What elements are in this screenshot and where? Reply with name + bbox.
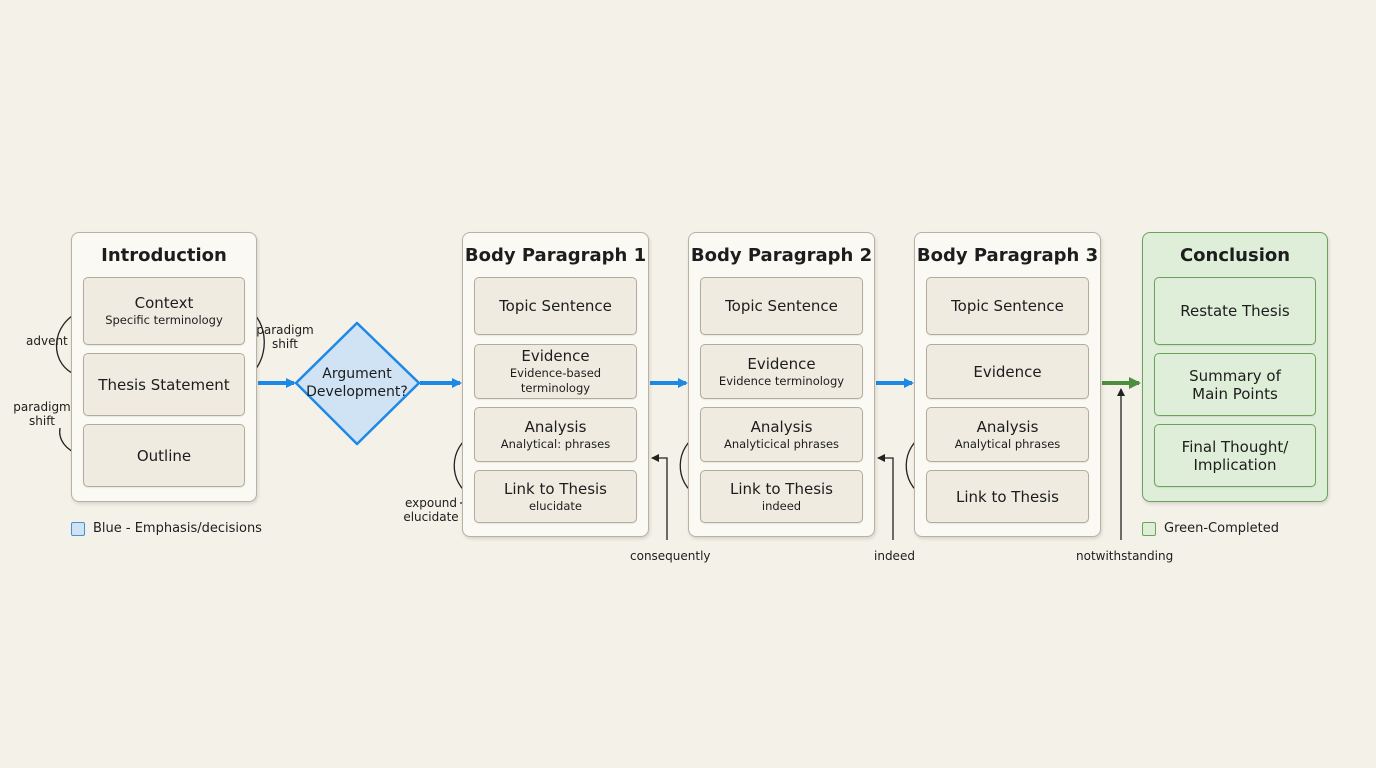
b2-link-to-thesis: Link to Thesis indeed bbox=[700, 470, 863, 523]
outline-label: Outline bbox=[136, 446, 192, 465]
context-box: Context Specific terminology bbox=[83, 277, 245, 345]
summary-main-points-label: Summary of Main Points bbox=[1189, 366, 1281, 403]
thesis-statement-box: Thesis Statement bbox=[83, 353, 245, 416]
b3-analysis-label: Analysis bbox=[976, 417, 1039, 436]
b1-analysis: Analysis Analytical: phrases bbox=[474, 407, 637, 462]
label-indeed: indeed bbox=[874, 549, 915, 563]
conclusion-group: Conclusion Restate Thesis Summary of Mai… bbox=[1142, 232, 1328, 502]
b1-link-sub: elucidate bbox=[528, 498, 582, 513]
introduction-title: Introduction bbox=[101, 245, 227, 266]
body-paragraph-3: Body Paragraph 3 Topic Sentence Evidence… bbox=[914, 232, 1101, 537]
b3-link-label: Link to Thesis bbox=[955, 487, 1059, 506]
b2-evidence: Evidence Evidence terminology bbox=[700, 344, 863, 399]
body-paragraph-3-title: Body Paragraph 3 bbox=[916, 245, 1099, 266]
b2-topic-label: Topic Sentence bbox=[725, 297, 838, 315]
b3-analysis: Analysis Analytical phrases bbox=[926, 407, 1089, 462]
b1-analysis-label: Analysis bbox=[524, 417, 587, 436]
b3-topic-label: Topic Sentence bbox=[951, 297, 1064, 315]
b3-topic-sentence: Topic Sentence bbox=[926, 277, 1089, 335]
restate-thesis-label: Restate Thesis bbox=[1180, 302, 1290, 320]
b2-analysis: Analysis Analyticical phrases bbox=[700, 407, 863, 462]
note-advent: advent bbox=[26, 334, 68, 348]
connector-consequently bbox=[651, 454, 668, 540]
context-label: Context bbox=[134, 294, 194, 312]
legend-blue-swatch bbox=[71, 521, 85, 536]
body-paragraph-2-title: Body Paragraph 2 bbox=[690, 245, 873, 266]
body-paragraph-1: Body Paragraph 1 Topic Sentence Evidence… bbox=[462, 232, 649, 537]
outline-box: Outline bbox=[83, 424, 245, 487]
conclusion-title: Conclusion bbox=[1179, 245, 1291, 266]
b2-evidence-label: Evidence bbox=[747, 354, 816, 373]
b1-analysis-sub: Analytical: phrases bbox=[500, 436, 611, 451]
b3-analysis-sub: Analytical phrases bbox=[954, 436, 1061, 451]
legend-green-label: Green-Completed bbox=[1164, 521, 1279, 536]
context-sub: Specific terminology bbox=[105, 313, 223, 327]
legend-green: Green-Completed bbox=[1142, 521, 1279, 536]
b2-topic-sentence: Topic Sentence bbox=[700, 277, 863, 335]
b1-evidence: Evidence Evidence-based terminology bbox=[474, 344, 637, 399]
note-paradigm-shift-left: paradigm shift bbox=[13, 400, 71, 428]
body-paragraph-2: Body Paragraph 2 Topic Sentence Evidence… bbox=[688, 232, 875, 537]
b2-analysis-label: Analysis bbox=[750, 417, 813, 436]
legend-green-swatch bbox=[1142, 521, 1156, 536]
b2-analysis-sub: Analyticical phrases bbox=[723, 436, 840, 451]
b3-link-to-thesis: Link to Thesis bbox=[926, 470, 1089, 523]
restate-thesis-box: Restate Thesis bbox=[1154, 277, 1316, 345]
decision-label: Argument Development? bbox=[297, 365, 417, 401]
thesis-statement-label: Thesis Statement bbox=[98, 375, 230, 394]
decision-diamond bbox=[294, 321, 421, 446]
label-notwithstanding: notwithstanding bbox=[1076, 549, 1174, 563]
b2-evidence-sub: Evidence terminology bbox=[718, 373, 845, 388]
note-paradigm-shift-right: paradigm shift bbox=[256, 323, 314, 351]
body-paragraph-1-title: Body Paragraph 1 bbox=[464, 245, 647, 266]
legend-blue: Blue - Emphasis/decisions bbox=[71, 521, 262, 536]
b1-topic-label: Topic Sentence bbox=[499, 297, 612, 315]
b2-link-sub: indeed bbox=[761, 498, 802, 513]
legend-blue-label: Blue - Emphasis/decisions bbox=[93, 521, 262, 536]
b3-evidence: Evidence bbox=[926, 344, 1089, 399]
introduction-group: Introduction Context Specific terminolog… bbox=[71, 232, 257, 502]
b1-evidence-sub: Evidence-based terminology bbox=[509, 366, 602, 395]
final-thought-box: Final Thought/ Implication bbox=[1154, 424, 1316, 487]
label-expound-elucidate: expound elucidate bbox=[403, 496, 459, 524]
b1-evidence-label: Evidence bbox=[521, 347, 590, 365]
label-consequently: consequently bbox=[630, 549, 711, 563]
b3-evidence-label: Evidence bbox=[973, 362, 1042, 381]
summary-main-points-box: Summary of Main Points bbox=[1154, 353, 1316, 416]
b2-link-label: Link to Thesis bbox=[729, 479, 833, 498]
decision-label-text: Argument Development? bbox=[306, 366, 408, 400]
b1-topic-sentence: Topic Sentence bbox=[474, 277, 637, 335]
b1-link-to-thesis: Link to Thesis elucidate bbox=[474, 470, 637, 523]
final-thought-label: Final Thought/ Implication bbox=[1181, 437, 1289, 474]
connector-indeed bbox=[877, 454, 894, 540]
b1-link-label: Link to Thesis bbox=[503, 479, 607, 498]
